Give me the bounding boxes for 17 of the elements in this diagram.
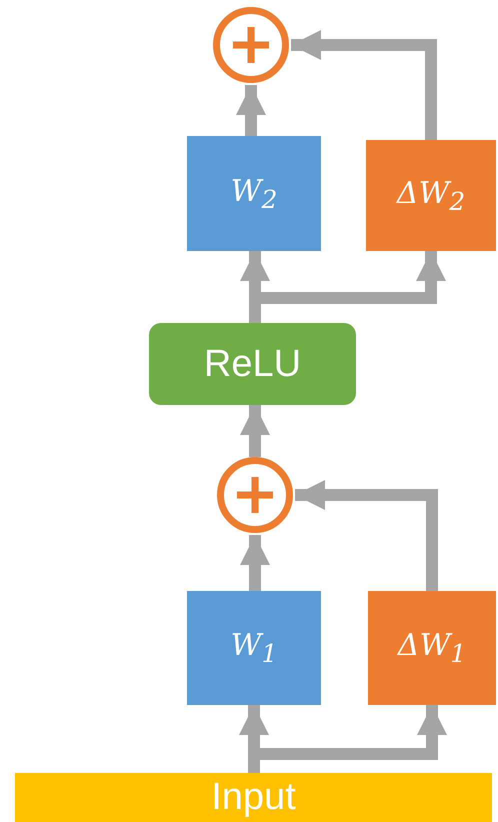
- weight-label: ΔW$_{1}$: [398, 628, 466, 668]
- input-label: Input: [211, 776, 296, 819]
- activation-label: ReLU: [204, 342, 302, 386]
- input-bar: [15, 773, 492, 822]
- weight-label: ΔW$_{2}$: [396, 176, 466, 216]
- delta-weight-block: [368, 591, 496, 705]
- arrow: [240, 535, 270, 591]
- weight-label: W$_{2}$: [230, 174, 278, 214]
- arrow: [295, 480, 438, 591]
- weight-label: W$_{1}$: [230, 628, 278, 668]
- arrow: [291, 30, 437, 140]
- weight-block: [187, 136, 321, 251]
- delta-weight-block: [366, 140, 496, 251]
- arrow: [236, 85, 266, 136]
- relu-block: [149, 323, 356, 405]
- arrow: [240, 405, 270, 457]
- weight-block: [187, 591, 321, 705]
